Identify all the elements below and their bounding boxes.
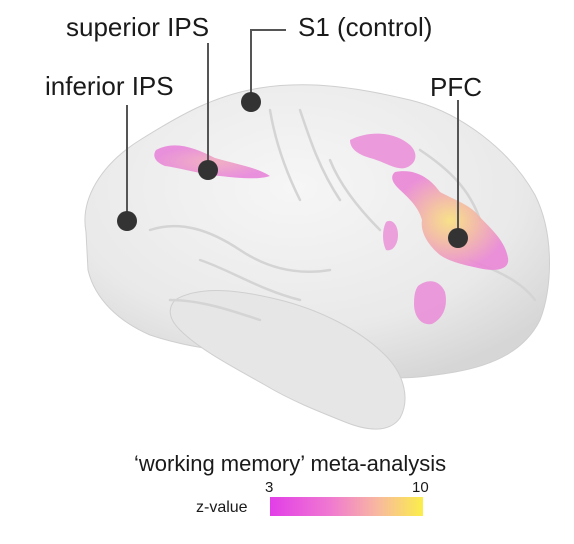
marker-s1 [241, 92, 261, 112]
leader-s1 [250, 29, 286, 102]
label-superior-ips: superior IPS [66, 12, 210, 42]
colorbar-gradient [270, 497, 423, 516]
marker-inferior-ips [117, 211, 137, 231]
marker-pfc [448, 228, 468, 248]
label-pfc: PFC [430, 72, 482, 102]
leader-lines [126, 29, 459, 238]
pfc-main-activation [392, 171, 509, 270]
label-inferior-ips: inferior IPS [45, 71, 174, 101]
markers [117, 92, 468, 248]
pfc-upper-activation [350, 133, 416, 169]
marker-superior-ips [198, 160, 218, 180]
pfc-lower-activation [414, 281, 446, 325]
colorbar-max-label: 10 [412, 479, 429, 496]
small-activation [383, 220, 398, 251]
colorbar-min-label: 3 [265, 479, 274, 496]
temporal-lobe [169, 290, 406, 430]
figure-caption: ‘working memory’ meta-analysis [134, 451, 447, 476]
colorbar-title: z-value [196, 499, 248, 516]
label-s1: S1 (control) [298, 12, 433, 42]
